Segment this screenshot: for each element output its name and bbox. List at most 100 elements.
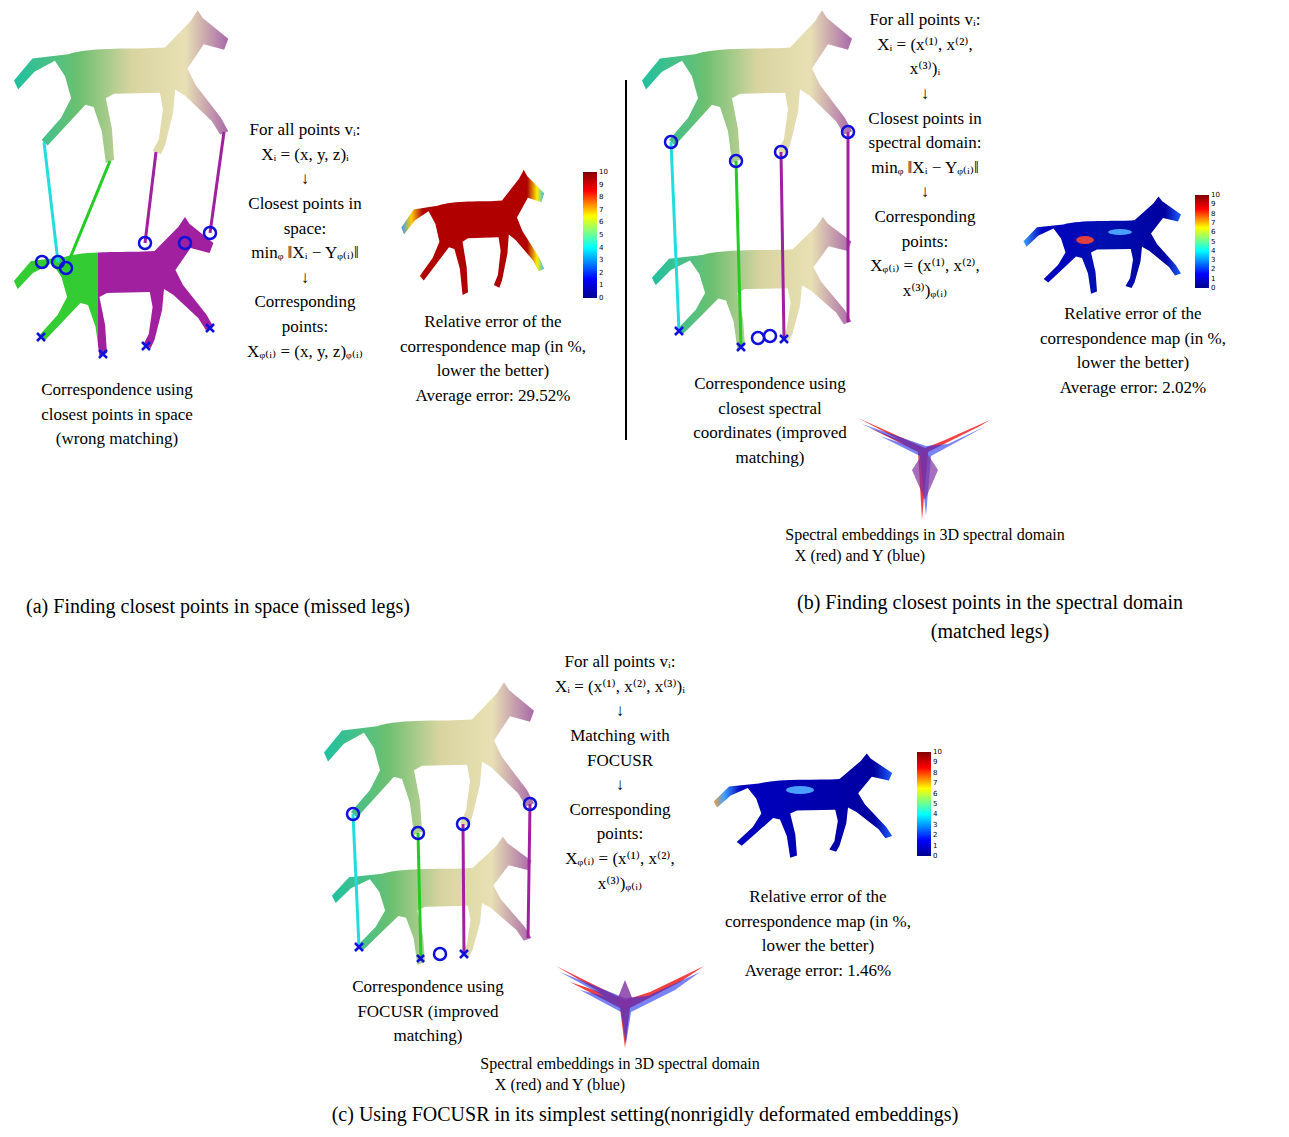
source-horse (14, 10, 228, 163)
colorbar-tick: 4 (599, 244, 603, 252)
match-markers (665, 126, 854, 351)
text-group: Correspondence using FOCUSR (improved ma… (336, 975, 521, 1049)
horse-pair-a (14, 10, 228, 358)
colorbar-tick: 4 (933, 810, 937, 818)
colorbar-tick: 9 (933, 758, 937, 766)
colorbar-tick: 5 (1211, 238, 1215, 246)
label-text: X (red) and Y (blue) (735, 544, 985, 567)
colorbar-tick: 10 (599, 168, 608, 176)
match-lines (671, 132, 848, 347)
label-text: (b) Finding closest points in the spectr… (780, 588, 1200, 646)
label-text: Corresponding points: (860, 205, 990, 254)
colorbar-tick: 9 (599, 181, 603, 189)
match-markers (36, 227, 216, 358)
match-markers (347, 798, 536, 962)
colorbar-tick: 8 (599, 193, 603, 201)
colorbar (583, 172, 597, 298)
label-text: Xᵩ₍ᵢ₎ = (x, y, z)ᵩ₍ᵢ₎ (241, 340, 369, 365)
colorbar-tick: 1 (599, 281, 603, 289)
label-text: Xᵢ = (x⁽¹⁾, x⁽²⁾, x⁽³⁾)ᵢ (860, 33, 990, 82)
error-spot (1108, 229, 1132, 235)
colorbar-tick: 6 (1211, 228, 1215, 236)
colorbar-tick: 3 (933, 821, 937, 829)
text-group: For all points vᵢ:Xᵢ = (x, y, z)ᵢ↓Closes… (241, 118, 369, 364)
colorbar-tick: 3 (599, 256, 603, 264)
colorbar-tick: 0 (1211, 284, 1215, 292)
colorbar-tick: 8 (933, 769, 937, 777)
colorbar-tick: 6 (599, 218, 603, 226)
error-map-horse (401, 170, 544, 295)
label-text: minᵩ ‖Xᵢ − Yᵩ₍ᵢ₎‖ (860, 156, 990, 181)
label-text: X (red) and Y (blue) (435, 1073, 685, 1096)
colorbar-tick: 9 (1211, 200, 1215, 208)
text-group: Correspondence using closest spectral co… (679, 372, 861, 471)
horse-pair-c (324, 682, 536, 965)
label-text: Closest points in spectral domain: (860, 107, 990, 156)
label-text: (a) Finding closest points in space (mis… (0, 592, 438, 621)
text-group: Correspondence using closest points in s… (28, 378, 206, 452)
colorbar-tick: 7 (933, 779, 937, 787)
label-text: ↓ (860, 180, 990, 205)
label-text: Corresponding points: (549, 798, 691, 847)
text-group: Relative error of the correspondence map… (720, 885, 916, 984)
text-group: For all points vᵢ:Xᵢ = (x⁽¹⁾, x⁽²⁾, x⁽³⁾… (549, 650, 691, 896)
colorbar-tick: 0 (599, 294, 603, 302)
label-text: Correspondence using closest points in s… (28, 378, 206, 452)
label-text: Xᵢ = (x⁽¹⁾, x⁽²⁾, x⁽³⁾)ᵢ (549, 675, 691, 700)
error-spot (786, 786, 814, 794)
label-text: ↓ (241, 266, 369, 291)
text-group: Spectral embeddings in 3D spectral domai… (735, 523, 1115, 546)
text-group: X (red) and Y (blue) (435, 1073, 685, 1096)
label-text: Relative error of the correspondence map… (395, 310, 591, 384)
label-text: Closest points in space: (241, 192, 369, 241)
label-text: Spectral embeddings in 3D spectral domai… (430, 1052, 810, 1075)
label-text: ↓ (241, 167, 369, 192)
spectral-embedding (556, 966, 704, 1048)
label-text: Corresponding points: (241, 290, 369, 339)
colorbar-tick: 3 (1211, 256, 1215, 264)
error-map-horse (1024, 196, 1182, 293)
label-text: ↓ (549, 773, 691, 798)
colorbar-tick: 5 (599, 231, 603, 239)
label-text: Matching with FOCUSR (549, 724, 691, 773)
text-group: (a) Finding closest points in space (mis… (0, 592, 438, 621)
spectral-embedding (858, 418, 990, 520)
source-horse (324, 682, 534, 835)
error-spot (1076, 236, 1094, 244)
colorbar-tick: 7 (599, 206, 603, 214)
label-text: minᵩ ‖Xᵢ − Yᵩ₍ᵢ₎‖ (241, 241, 369, 266)
colorbar-tick: 6 (933, 790, 937, 798)
label-text: Xᵩ₍ᵢ₎ = (x⁽¹⁾, x⁽²⁾, x⁽³⁾)ᵩ₍ᵢ₎ (549, 847, 691, 896)
colorbar-tick: 10 (933, 748, 942, 756)
label-text: Average error: 2.02% (1035, 376, 1231, 401)
label-text: Average error: 1.46% (720, 959, 916, 984)
colorbar (1195, 195, 1209, 288)
label-text: Xᵢ = (x, y, z)ᵢ (241, 143, 369, 168)
colorbar-tick: 2 (933, 831, 937, 839)
colorbar-tick: 0 (933, 852, 937, 860)
text-group: X (red) and Y (blue) (735, 544, 985, 567)
label-text: Correspondence using closest spectral co… (679, 372, 861, 471)
label-text: Spectral embeddings in 3D spectral domai… (735, 523, 1115, 546)
label-text: Xᵩ₍ᵢ₎ = (x⁽¹⁾, x⁽²⁾, x⁽³⁾)ᵩ₍ᵢ₎ (860, 254, 990, 303)
separator (625, 80, 627, 440)
label-text: Average error: 29.52% (395, 384, 591, 409)
colorbar-tick: 4 (1211, 247, 1215, 255)
colorbar-tick: 2 (1211, 265, 1215, 273)
colorbar-tick: 7 (1211, 219, 1215, 227)
error-map-horse (714, 754, 893, 858)
colorbar-tick: 1 (933, 842, 937, 850)
label-text: Relative error of the correspondence map… (720, 885, 916, 959)
colorbar (917, 752, 931, 856)
label-text: Correspondence using FOCUSR (improved ma… (336, 975, 521, 1049)
label-text: For all points vᵢ: (241, 118, 369, 143)
target-horse (332, 837, 532, 965)
label-text: Relative error of the correspondence map… (1035, 302, 1231, 376)
colorbar-tick: 1 (1211, 275, 1215, 283)
horse-pair-b (642, 10, 854, 351)
match-lines (44, 132, 224, 268)
text-group: (b) Finding closest points in the spectr… (780, 588, 1200, 646)
text-group: Relative error of the correspondence map… (395, 310, 591, 409)
label-text: ↓ (860, 82, 990, 107)
